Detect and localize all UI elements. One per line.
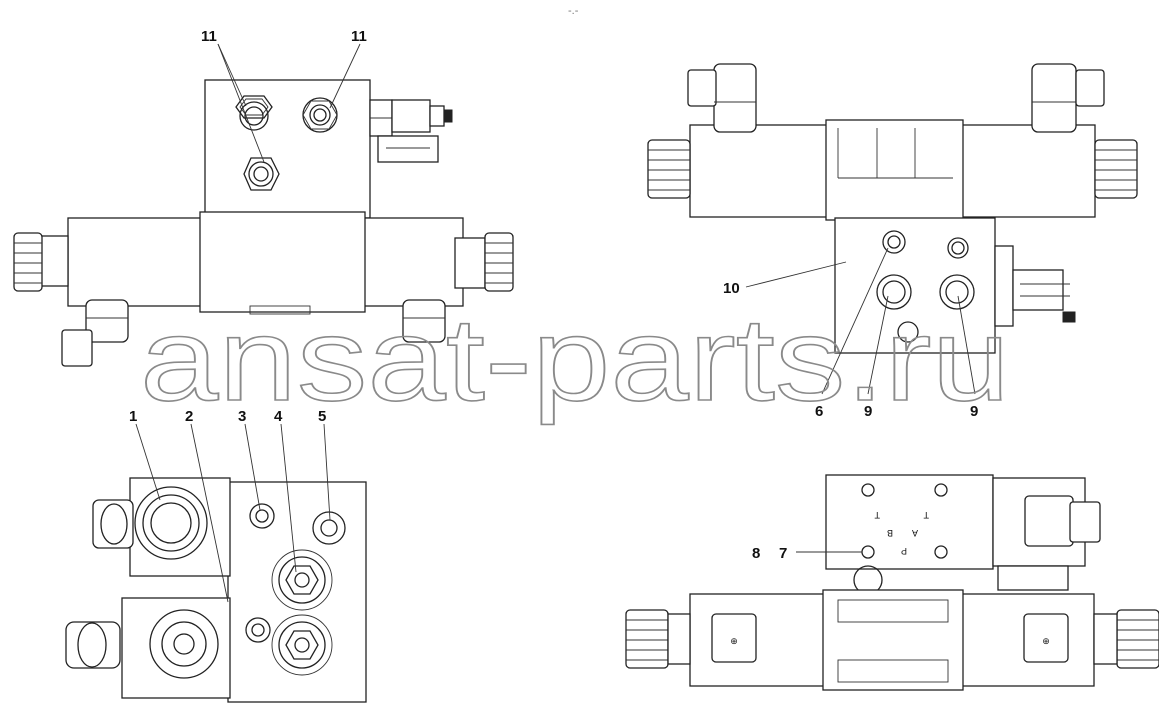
fitting-9-left-icon xyxy=(876,274,912,310)
fitting-11-lower xyxy=(243,157,280,191)
fitting-4-upper-icon xyxy=(271,549,333,611)
callout-2: 2 xyxy=(185,408,193,425)
callouts: 11 11 10 6 9 9 1 2 3 4 5 8 7 xyxy=(129,28,978,562)
connector-cross-icon: ⊕ xyxy=(1042,636,1050,646)
sensor-5-icon xyxy=(312,511,346,545)
fitting-4-lower-icon xyxy=(271,614,333,676)
plug-icon xyxy=(947,237,969,259)
callout-3: 3 xyxy=(238,408,246,425)
watermark-text: ansat-parts.ru xyxy=(140,294,1010,426)
connector-left-icon xyxy=(687,63,757,133)
view-bottom-right: ⊕ ⊕ xyxy=(625,474,1159,691)
solenoid-knob-left-icon xyxy=(647,139,691,199)
callout-1: 1 xyxy=(129,408,137,425)
callout-10: 10 xyxy=(723,280,740,297)
callout-7: 7 xyxy=(779,545,787,562)
port-label-p: P xyxy=(901,546,907,556)
callout-11-right: 11 xyxy=(351,28,367,45)
view-top-right xyxy=(647,63,1138,354)
solenoid-knob-left-icon xyxy=(13,232,43,292)
connector-right-icon xyxy=(402,299,446,343)
connector-cross-icon: ⊕ xyxy=(730,636,738,646)
fitting-11-upper-right xyxy=(302,97,338,133)
view-bottom-left xyxy=(65,477,367,703)
top-mark: -.- xyxy=(568,5,579,17)
callout-6: 6 xyxy=(815,403,823,420)
view-top-left xyxy=(13,79,514,367)
port-label-a: A xyxy=(912,528,918,538)
port-label-t-left: T xyxy=(874,510,880,520)
pressure-switch-icon xyxy=(994,245,1076,327)
solenoid-knob-right-icon xyxy=(1116,609,1159,669)
port-label-t-right: T xyxy=(923,510,929,520)
leader-lines xyxy=(135,43,976,603)
port-labels: T T A B P xyxy=(874,510,929,556)
callout-9-right: 9 xyxy=(970,403,978,420)
solenoid-knob-right-icon xyxy=(1094,139,1138,199)
solenoid-knob-left-icon xyxy=(625,609,669,669)
fitting-9-right-icon xyxy=(939,274,975,310)
connector-right-icon xyxy=(1031,63,1105,133)
callout-8: 8 xyxy=(752,545,760,562)
fitting-6-icon xyxy=(882,230,906,254)
callout-5: 5 xyxy=(318,408,326,425)
callout-9-left: 9 xyxy=(864,403,872,420)
solenoid-knob-right-icon xyxy=(484,232,514,292)
callout-11-left: 11 xyxy=(201,28,217,45)
callout-4: 4 xyxy=(274,408,283,425)
connector-left-icon xyxy=(61,299,129,367)
plug-3-icon xyxy=(249,503,275,529)
port-label-b: B xyxy=(887,528,893,538)
plug-lower-icon xyxy=(245,617,271,643)
pressure-switch-icon xyxy=(369,99,453,163)
